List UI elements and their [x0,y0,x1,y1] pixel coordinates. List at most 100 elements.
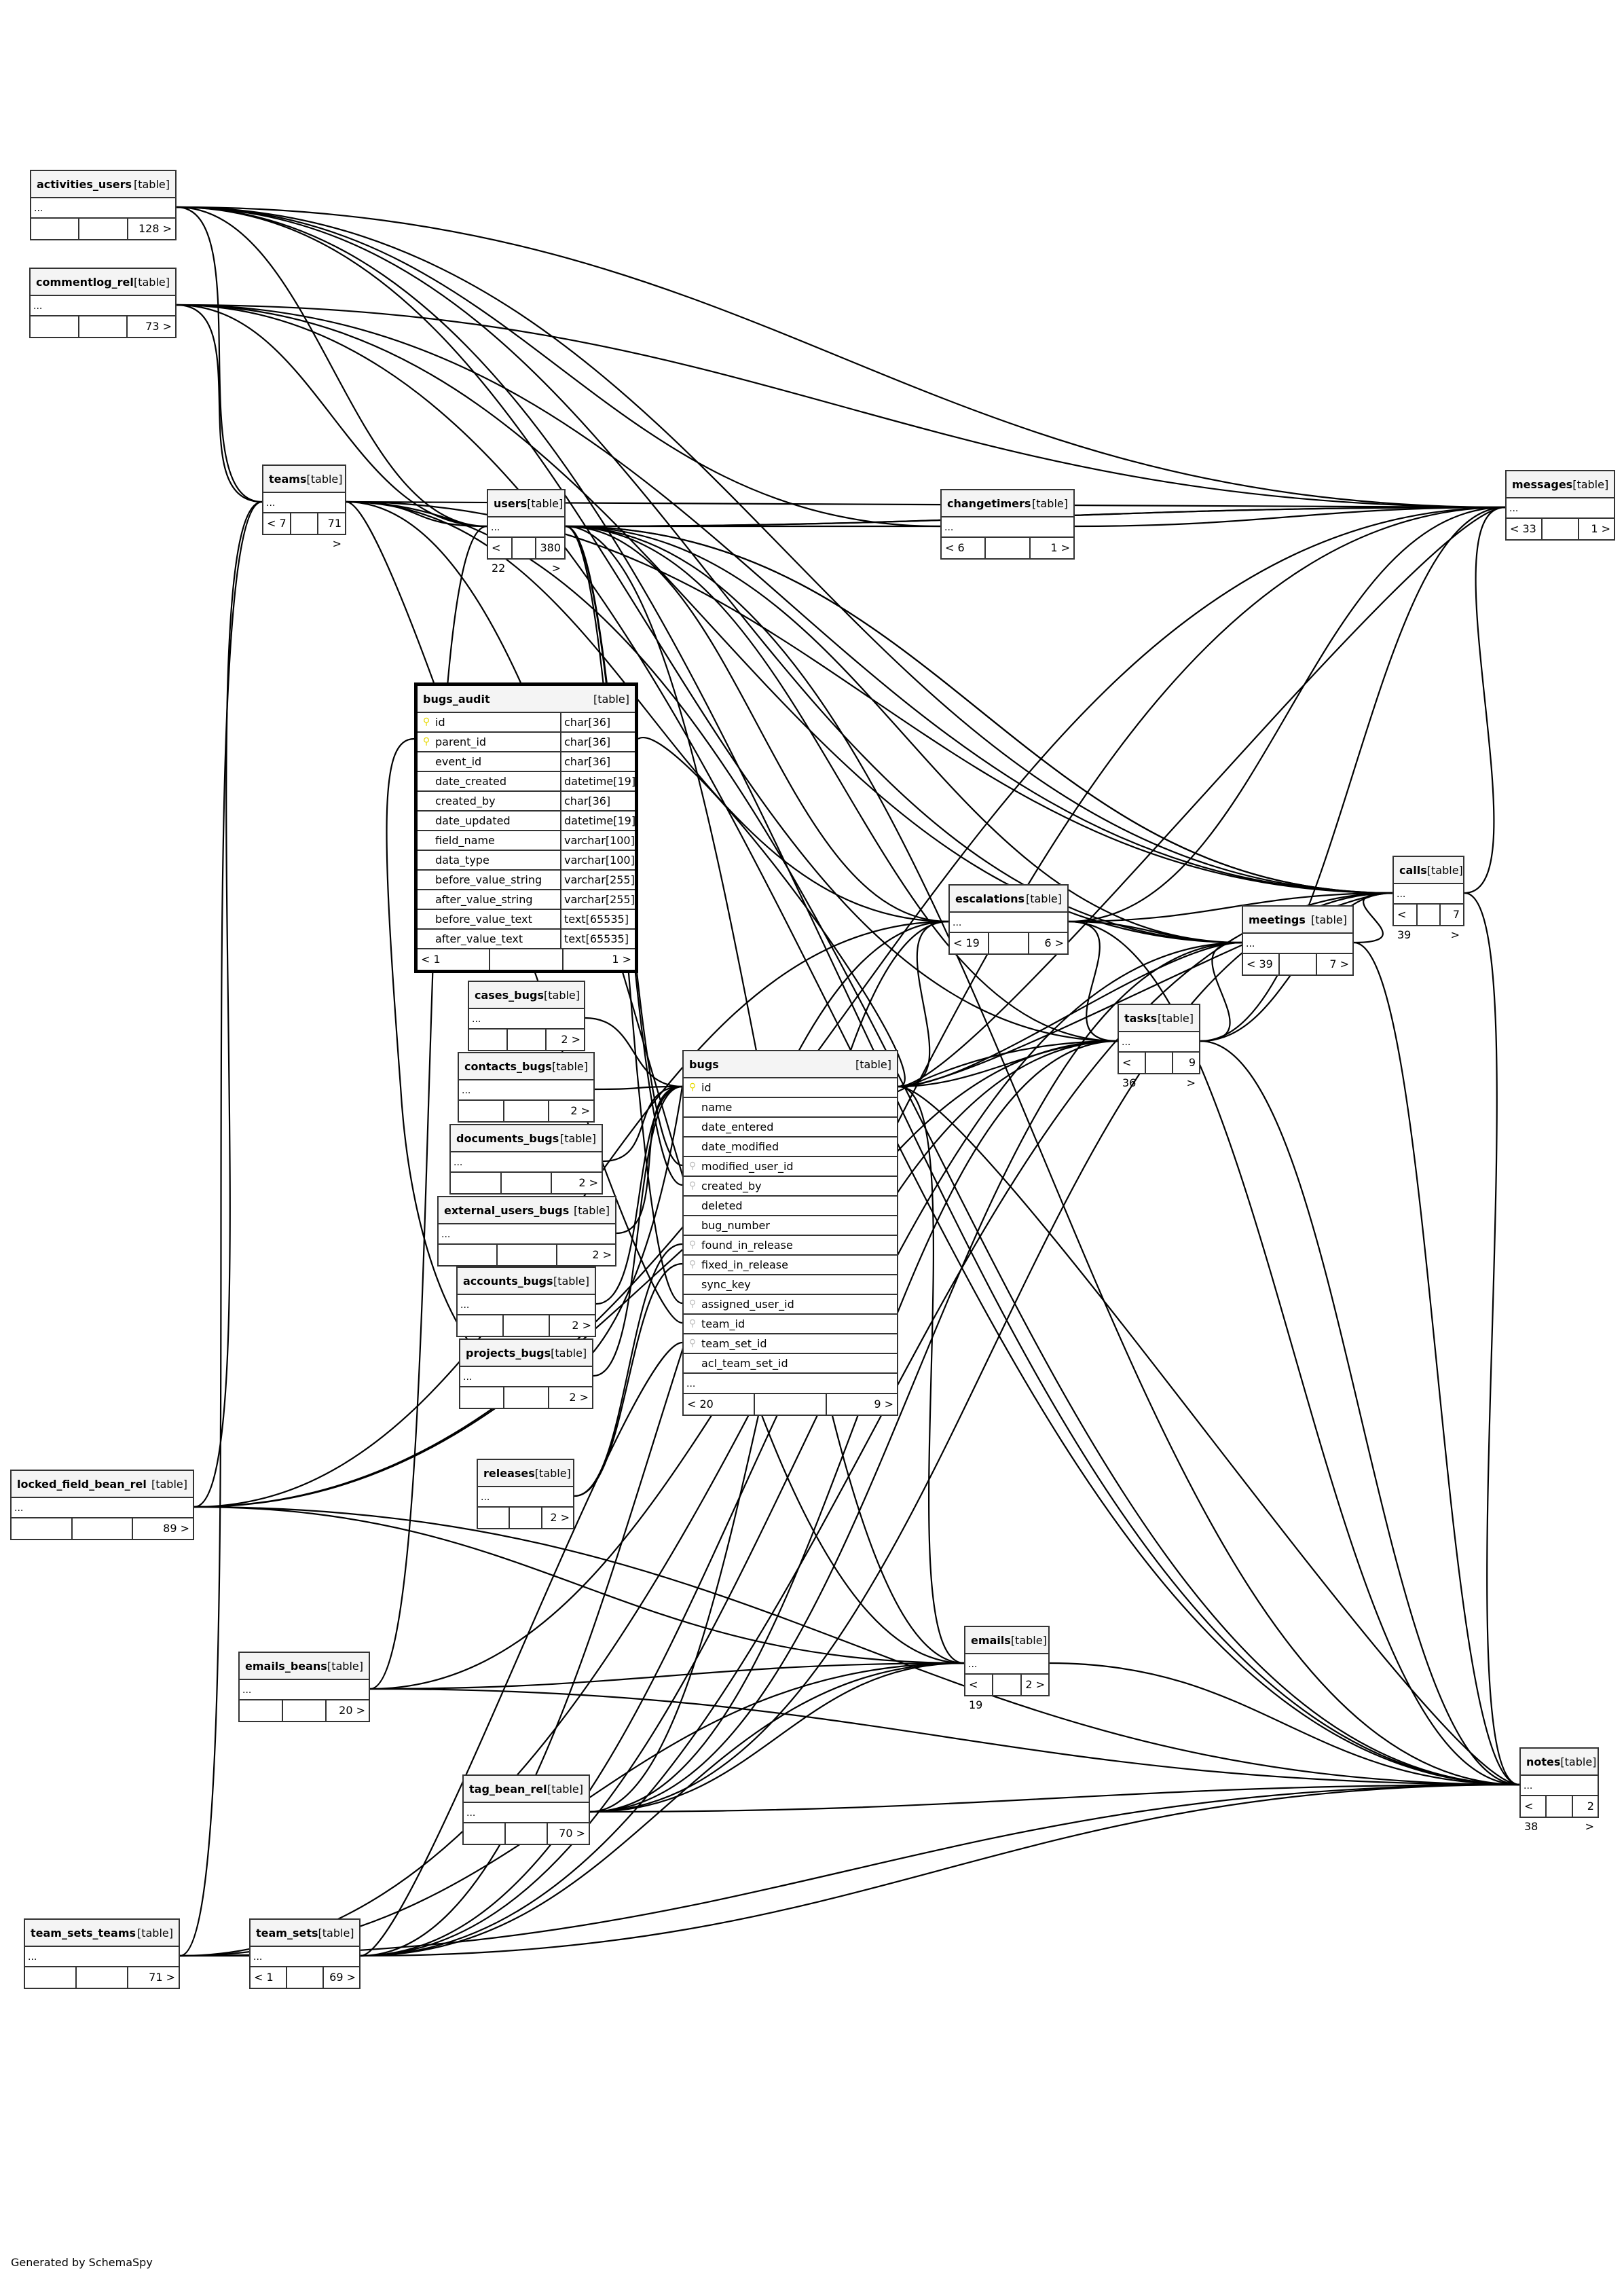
parents-count[interactable] [459,1101,504,1121]
column-row[interactable]: ⚲found_in_release [684,1236,897,1256]
children-count[interactable]: 71 > [327,517,342,550]
table-cases-bugs[interactable]: cases_bugs[table]...2 > [468,981,585,1051]
table-releases[interactable]: releases[table]...2 > [477,1459,574,1529]
parents-count[interactable]: < 38 [1521,1796,1547,1833]
table-name[interactable]: commentlog_rel [36,275,134,289]
parents-count[interactable] [464,1823,506,1844]
column-row[interactable]: ⚲fixed_in_release [684,1256,897,1275]
table-name[interactable]: bugs_audit [423,692,490,706]
table-emails-beans[interactable]: emails_beans[table]...20 > [238,1652,370,1722]
parents-count[interactable] [478,1508,511,1528]
children-count[interactable]: 69 > [329,1971,356,1984]
parents-count[interactable] [469,1030,508,1050]
table-name[interactable]: messages [1512,477,1573,491]
children-count[interactable]: 6 > [1044,936,1064,949]
children-count[interactable]: 128 > [138,222,172,235]
table-name[interactable]: cases_bugs [475,988,544,1002]
column-row[interactable]: deleted [684,1197,897,1216]
children-count[interactable]: 2 > [570,1104,591,1117]
parents-count[interactable]: < 1 [251,1967,287,1988]
parents-count[interactable] [12,1518,73,1539]
table-commentlog-rel[interactable]: commentlog_rel[table]...73 > [29,268,177,338]
table-name[interactable]: projects_bugs [466,1346,551,1360]
parents-count[interactable] [439,1245,498,1265]
parents-count[interactable]: < 1 [418,949,491,970]
table-contacts-bugs[interactable]: contacts_bugs[table]...2 > [458,1052,595,1123]
children-count[interactable]: 9 > [874,1398,893,1410]
children-count[interactable]: 1 > [612,953,631,966]
children-count[interactable]: 380 > [540,541,561,575]
table-name[interactable]: emails_beans [245,1659,327,1673]
column-row[interactable]: acl_team_set_id [684,1354,897,1374]
parents-count[interactable]: < 20 [684,1394,756,1415]
table-name[interactable]: notes [1526,1755,1561,1768]
parents-count[interactable] [31,316,79,337]
column-row[interactable]: name [684,1098,897,1118]
column-row[interactable]: date_modified [684,1137,897,1157]
table-projects-bugs[interactable]: projects_bugs[table]...2 > [459,1338,593,1409]
children-count[interactable]: 2 > [569,1391,589,1404]
table-name[interactable]: changetimers [947,496,1031,510]
children-count[interactable]: 2 > [561,1033,580,1046]
table-name[interactable]: teams [269,472,307,486]
table-name[interactable]: team_sets [256,1926,318,1939]
column-row[interactable]: sync_key [684,1275,897,1295]
column-row[interactable]: ⚲created_by [684,1177,897,1197]
parents-count[interactable]: < 6 [942,538,986,558]
table-name[interactable]: releases [483,1466,535,1480]
children-count[interactable]: 73 > [145,320,172,333]
column-row[interactable]: ⚲id [684,1078,897,1098]
table-name[interactable]: activities_users [37,177,132,191]
parents-count[interactable]: < 22 [488,538,513,575]
parents-count[interactable]: < 39 [1243,954,1280,974]
table-name[interactable]: contacts_bugs [464,1059,552,1073]
children-count[interactable]: 2 > [592,1248,612,1261]
table-name[interactable]: escalations [955,892,1025,905]
children-count[interactable]: 71 > [149,1971,175,1984]
table-tag-bean-rel[interactable]: tag_bean_rel[table]...70 > [462,1774,590,1845]
column-row[interactable]: ⚲team_set_id [684,1334,897,1354]
parents-count[interactable]: < 7 [263,513,291,534]
parents-count[interactable]: < 39 [1394,905,1418,941]
parents-count[interactable]: < 33 [1507,519,1543,539]
children-count[interactable]: 2 > [550,1511,570,1524]
table-locked-field-bean-rel[interactable]: locked_field_bean_rel[table]...89 > [10,1470,194,1540]
table-name[interactable]: accounts_bugs [463,1274,553,1288]
table-name[interactable]: bugs [689,1057,719,1071]
parents-count[interactable]: < 19 [965,1675,994,1711]
children-count[interactable]: 89 > [163,1522,190,1535]
table-accounts-bugs[interactable]: accounts_bugs[table]...2 > [456,1267,596,1337]
table-activities-users[interactable]: activities_users[table]...128 > [30,170,177,240]
table-team-sets-teams[interactable]: team_sets_teams[table]...71 > [24,1918,180,1989]
table-name[interactable]: external_users_bugs [444,1203,570,1217]
children-count[interactable]: 70 > [559,1827,585,1840]
column-row[interactable]: ⚲modified_user_id [684,1157,897,1177]
parents-count[interactable]: < 36 [1119,1053,1146,1089]
table-external-users-bugs[interactable]: external_users_bugs[table]...2 > [437,1196,616,1267]
parents-count[interactable] [458,1315,504,1336]
table-name[interactable]: locked_field_bean_rel [17,1477,147,1491]
children-count[interactable]: 2 > [1025,1678,1045,1691]
table-name[interactable]: tasks [1124,1011,1158,1025]
column-row[interactable]: bug_number [684,1216,897,1236]
table-name[interactable]: calls [1399,863,1427,877]
